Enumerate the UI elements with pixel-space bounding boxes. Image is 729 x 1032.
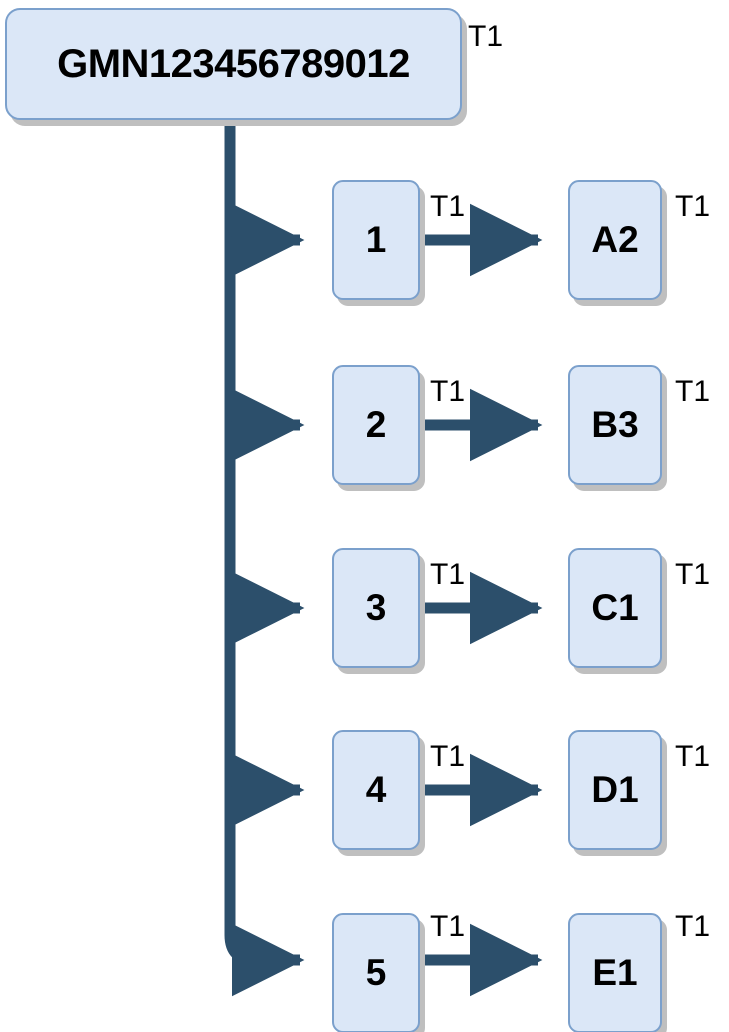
node-root-label: GMN123456789012 <box>57 41 410 86</box>
edge-label-mid-2: T1 <box>430 375 466 408</box>
node-mid-2-label: 2 <box>365 404 387 445</box>
node-leaf-5[interactable]: E1 <box>568 913 662 1032</box>
node-leaf-2[interactable]: B3 <box>568 365 662 485</box>
node-leaf-1[interactable]: A2 <box>568 180 662 300</box>
node-mid-4-label: 4 <box>365 769 387 810</box>
edge-label-leaf-1: T1 <box>675 190 711 223</box>
node-leaf-3[interactable]: C1 <box>568 548 662 668</box>
edge-label-mid-4: T1 <box>430 740 466 773</box>
branch-line-3 <box>224 571 305 645</box>
branch-line-4 <box>224 753 305 827</box>
node-mid-1[interactable]: 1 <box>332 180 420 300</box>
node-leaf-1-label: A2 <box>591 219 639 260</box>
edge-label-leaf-4: T1 <box>675 740 711 773</box>
branch-line-2 <box>224 388 305 462</box>
node-leaf-4[interactable]: D1 <box>568 730 662 850</box>
edge-label-root: T1 <box>468 20 504 53</box>
edge-label-leaf-3: T1 <box>675 558 711 591</box>
node-mid-1-label: 1 <box>365 219 387 260</box>
edge-label-mid-3: T1 <box>430 558 466 591</box>
node-leaf-5-label: E1 <box>592 952 638 993</box>
branch-line-1 <box>224 203 305 277</box>
node-leaf-3-label: C1 <box>591 587 639 628</box>
node-mid-5-label: 5 <box>365 952 387 993</box>
edge-label-leaf-2: T1 <box>675 375 711 408</box>
node-leaf-4-label: D1 <box>591 769 639 810</box>
node-mid-5[interactable]: 5 <box>332 913 420 1032</box>
node-mid-3[interactable]: 3 <box>332 548 420 668</box>
edge-label-mid-5: T1 <box>430 910 466 943</box>
edge-label-leaf-5: T1 <box>675 910 711 943</box>
node-mid-2[interactable]: 2 <box>332 365 420 485</box>
node-root[interactable]: GMN123456789012 <box>5 8 462 120</box>
node-leaf-2-label: B3 <box>591 404 639 445</box>
trunk-line <box>224 120 256 966</box>
edge-label-mid-1: T1 <box>430 190 466 223</box>
node-mid-3-label: 3 <box>365 587 387 628</box>
node-mid-4[interactable]: 4 <box>332 730 420 850</box>
